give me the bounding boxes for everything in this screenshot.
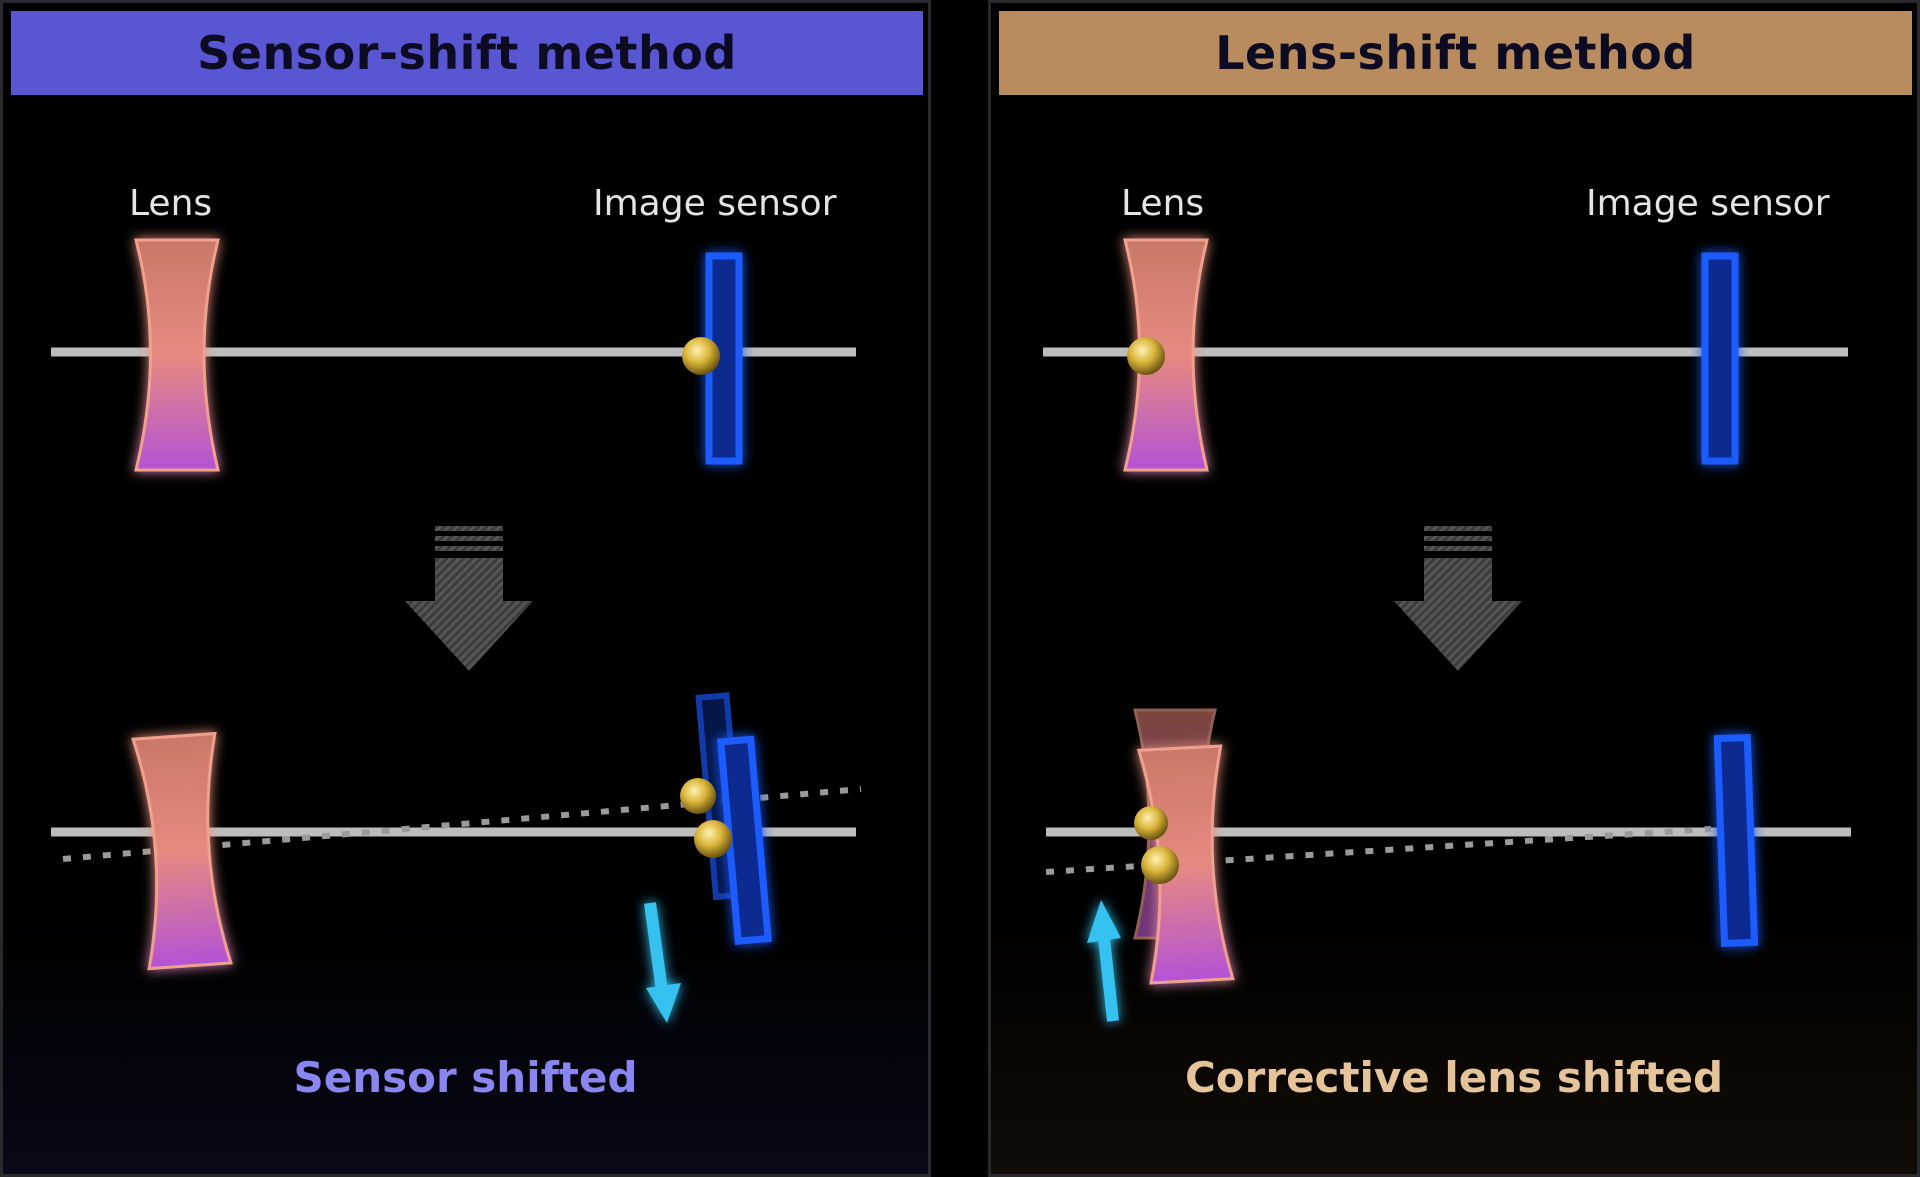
right-top-sensor — [1701, 252, 1739, 465]
right-shift-direction-arrow — [1087, 900, 1121, 1022]
right-top-lens — [1123, 238, 1209, 472]
sensor-shift-title: Sensor-shift method — [197, 26, 737, 80]
right-bottom-sensor — [1713, 733, 1759, 948]
right-transition-arrow — [1394, 526, 1522, 671]
right-bottom-image-point-shifted — [1141, 846, 1179, 884]
left-shift-direction-arrow — [644, 902, 681, 1023]
sensor-shift-title-bar: Sensor-shift method — [11, 11, 923, 95]
left-lens-label: Lens — [129, 183, 213, 224]
left-bottom-lens — [131, 731, 233, 971]
left-bottom-image-point-original — [680, 778, 716, 814]
sensor-shift-diagram — [51, 238, 862, 1023]
lens-shift-title: Lens-shift method — [1215, 26, 1696, 80]
left-bottom-image-point-shifted — [694, 820, 732, 858]
left-top-image-point — [682, 337, 720, 375]
sensor-shift-panel: Sensor-shift method Lens Image sensor — [0, 0, 931, 1177]
left-transition-arrow — [405, 526, 533, 671]
left-top-lens — [134, 238, 220, 472]
left-sensor-label: Image sensor — [593, 183, 837, 224]
right-top-image-point — [1127, 337, 1165, 375]
panel-gap — [931, 0, 988, 1177]
right-bottom-image-point-original — [1134, 806, 1168, 840]
lens-shift-caption: Corrective lens shifted — [1184, 1053, 1724, 1102]
right-sensor-label: Image sensor — [1586, 183, 1830, 224]
lens-shift-title-bar: Lens-shift method — [999, 11, 1912, 95]
lens-shift-diagram — [1043, 238, 1851, 1022]
sensor-shift-caption: Sensor shifted — [293, 1053, 638, 1102]
lens-shift-panel: Lens-shift method Lens Image sensor — [988, 0, 1920, 1177]
right-lens-label: Lens — [1121, 183, 1205, 224]
